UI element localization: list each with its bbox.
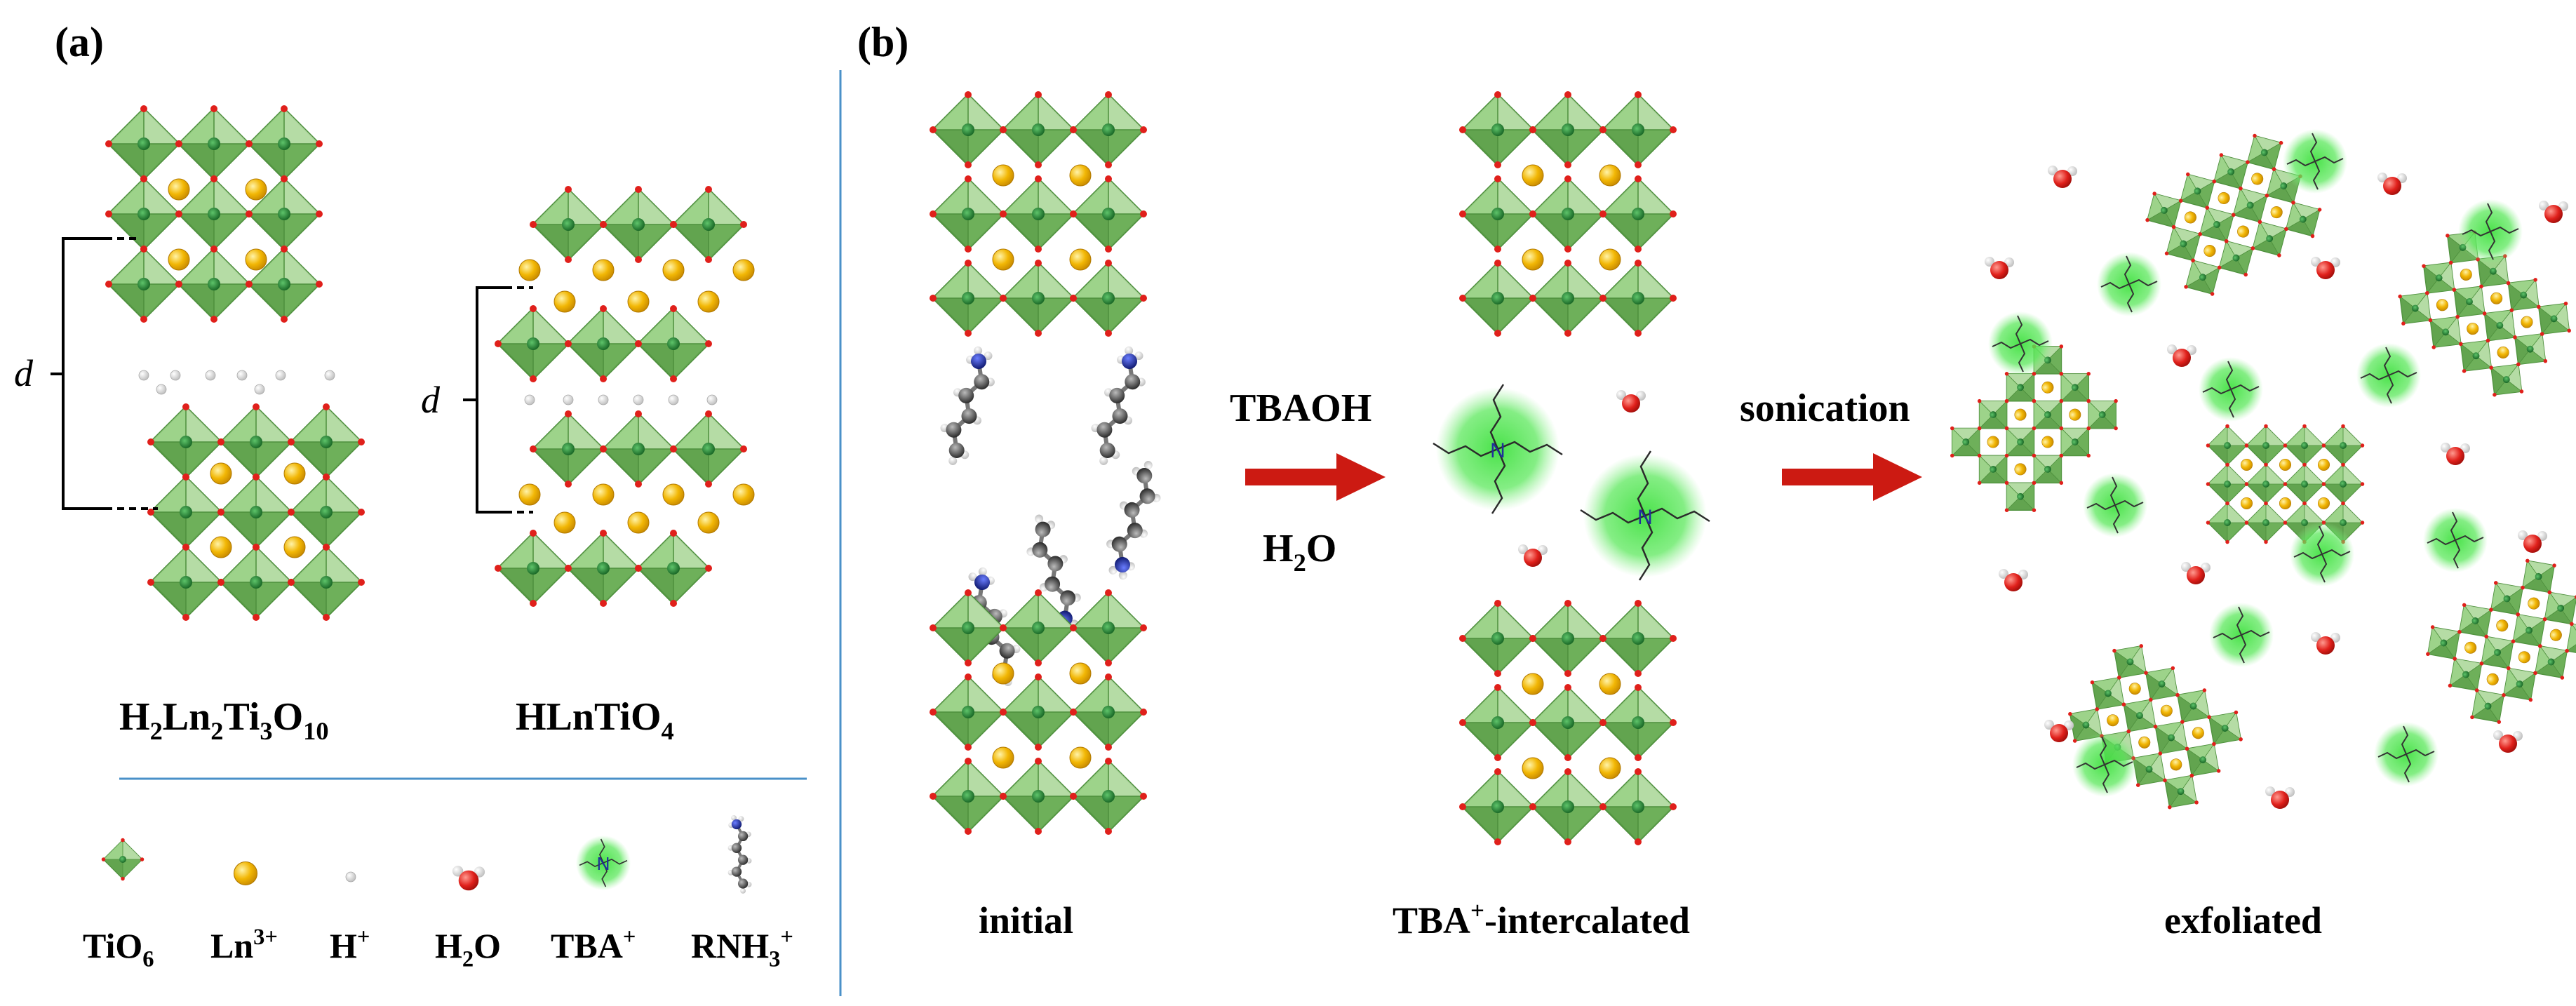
legend-alkylammonium-icon [726,814,753,895]
free-tba-cations [1987,128,2523,798]
legend-label-proton: H+ [330,925,370,965]
caption-exfoliated: exfoliated [2164,899,2322,941]
legend-label-tio6: TiO6 [83,926,154,972]
arrow-2 [1782,453,1922,501]
initial-stage: initial [930,90,1172,941]
legend-label-tba: TBA+ [551,925,636,965]
reaction-step-2: sonication [1740,387,1922,501]
formula-triple-layer: H2Ln2Ti3O10 [119,695,329,745]
spacing-label-left: d [14,352,34,394]
step1-solvent: H2O [1263,527,1336,577]
legend-proton-icon [345,871,356,883]
interlayer-protons-right [524,394,718,405]
legend-label-water: H2O [435,926,501,972]
svg-text:N: N [1637,506,1653,529]
panel-b: (b) initial TBAOH [857,19,2576,941]
panel-a: (a) [14,19,807,972]
formula-single-layer: HLnTiO4 [516,695,674,745]
exfoliated-stage: exfoliated [1936,123,2576,941]
arrow-1 [1245,453,1386,501]
triple-layer-perovskite-structure: d [14,104,366,622]
legend-label-alkylammonium: RNH3+ [691,925,793,972]
spacing-label-right: d [421,379,441,421]
interlayer-spacing-bracket [51,237,158,510]
tba-cations: N N [1432,383,1711,582]
intercalated-stage: N N TBA+-intercalated [1393,90,1711,941]
bottom-slab [146,402,366,622]
reaction-step-1: TBAOH H2O [1230,387,1386,577]
legend-label-ln: Ln3+ [210,925,278,965]
single-layer-perovskite-structure: d [421,185,755,608]
legend: N TiO6 Ln3+ H+ H2O TBA+ RNH3+ [83,814,793,972]
svg-text:N: N [1490,439,1505,462]
legend-tba-icon: N [575,835,631,891]
legend-tba-nitrogen-label: N [597,853,610,874]
caption-initial: initial [979,899,1073,941]
top-slab [104,104,324,324]
legend-ln-icon [233,861,258,886]
step2-treatment: sonication [1740,387,1910,430]
legend-water-icon [451,864,486,892]
interlayer-spacing-bracket-right [463,286,533,514]
caption-intercalated: TBA+-intercalated [1393,897,1690,941]
panel-a-label: (a) [55,19,104,65]
legend-tio6-icon [100,837,145,882]
interlayer-protons [138,370,335,395]
panel-b-label: (b) [857,19,908,65]
step1-reagent: TBAOH [1230,387,1371,430]
